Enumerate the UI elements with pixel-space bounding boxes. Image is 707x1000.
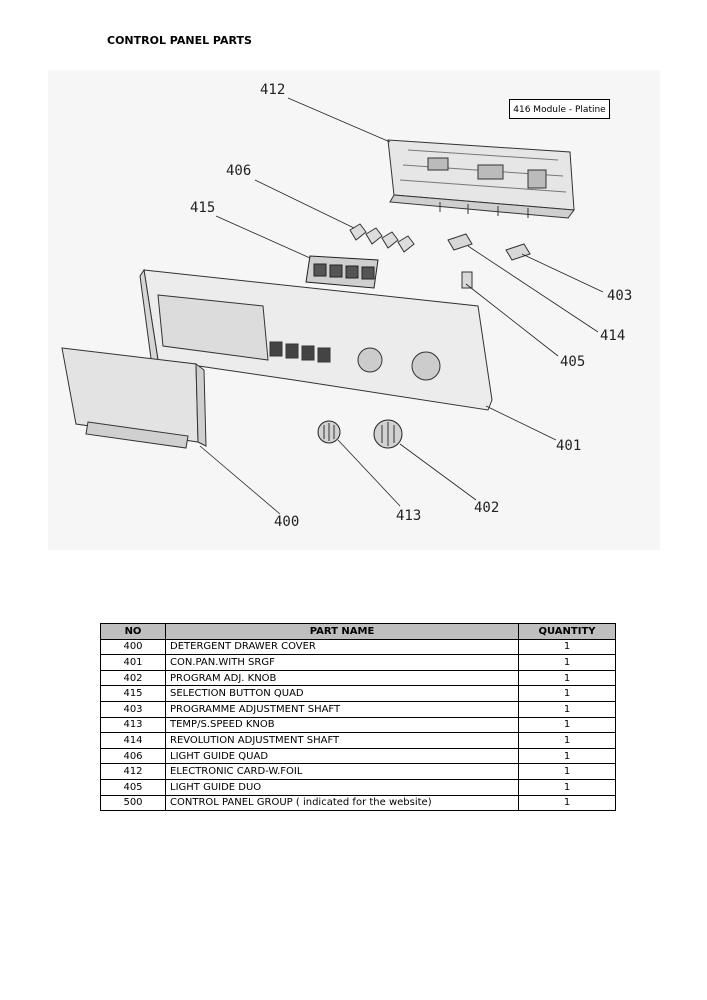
module-label-box: 416 Module - Platine <box>509 99 610 119</box>
cell-part-name: LIGHT GUIDE DUO <box>165 778 519 796</box>
cell-no: 402 <box>100 669 166 687</box>
cell-no: 413 <box>100 716 166 734</box>
page-title: CONTROL PANEL PARTS <box>107 34 252 47</box>
table-header-row: NO PART NAME QUANTITY <box>100 623 616 640</box>
callout-403: 403 <box>607 288 632 304</box>
callout-414: 414 <box>600 328 625 344</box>
cell-part-name: REVOLUTION ADJUSTMENT SHAFT <box>165 732 519 749</box>
cell-quantity: 1 <box>518 716 616 734</box>
cell-part-name: PROGRAMME ADJUSTMENT SHAFT <box>165 700 519 718</box>
cell-quantity: 1 <box>518 778 616 796</box>
header-no: NO <box>100 623 166 640</box>
cell-part-name: LIGHT GUIDE QUAD <box>165 747 519 765</box>
callout-401: 401 <box>556 438 581 454</box>
cell-quantity: 1 <box>518 747 616 765</box>
cell-no: 406 <box>100 747 166 765</box>
cell-part-name: PROGRAM ADJ. KNOB <box>165 669 519 687</box>
callout-402: 402 <box>474 500 499 516</box>
cell-quantity: 1 <box>518 700 616 718</box>
cell-part-name: ELECTRONIC CARD-W.FOIL <box>165 763 519 780</box>
callout-412: 412 <box>260 82 285 98</box>
cell-no: 500 <box>100 794 166 812</box>
exploded-parts-diagram: 412 406 415 403 414 405 401 400 413 402 <box>48 70 660 550</box>
cell-quantity: 1 <box>518 732 616 749</box>
electronic-card-drawing <box>387 139 575 219</box>
callout-400: 400 <box>274 514 299 530</box>
cell-quantity: 1 <box>518 669 616 687</box>
cell-quantity: 1 <box>518 763 616 780</box>
shafts-drawing <box>447 233 531 289</box>
cell-part-name: TEMP/S.SPEED KNOB <box>165 716 519 734</box>
header-quantity: QUANTITY <box>518 623 616 640</box>
callout-413: 413 <box>396 508 421 524</box>
drawer-cover-drawing <box>61 347 207 449</box>
cell-no: 403 <box>100 700 166 718</box>
cell-quantity: 1 <box>518 638 616 656</box>
cell-part-name: CONTROL PANEL GROUP ( indicated for the … <box>165 794 519 812</box>
cell-no: 405 <box>100 778 166 796</box>
cell-part-name: CON.PAN.WITH SRGF <box>165 654 519 671</box>
cell-part-name: DETERGENT DRAWER COVER <box>165 638 519 656</box>
callout-415: 415 <box>190 200 215 216</box>
cell-no: 412 <box>100 763 166 780</box>
cell-no: 414 <box>100 732 166 749</box>
callout-406: 406 <box>226 163 251 179</box>
selection-button-quad-drawing <box>305 255 379 289</box>
cell-quantity: 1 <box>518 794 616 812</box>
header-part-name: PART NAME <box>165 623 519 640</box>
knobs-drawing <box>317 419 403 449</box>
control-panel-drawing <box>139 268 493 411</box>
cell-no: 400 <box>100 638 166 656</box>
callout-405: 405 <box>560 354 585 370</box>
cell-part-name: SELECTION BUTTON QUAD <box>165 685 519 702</box>
leader-lines <box>199 97 604 515</box>
cell-no: 401 <box>100 654 166 671</box>
cell-quantity: 1 <box>518 654 616 671</box>
cell-no: 415 <box>100 685 166 702</box>
cell-quantity: 1 <box>518 685 616 702</box>
